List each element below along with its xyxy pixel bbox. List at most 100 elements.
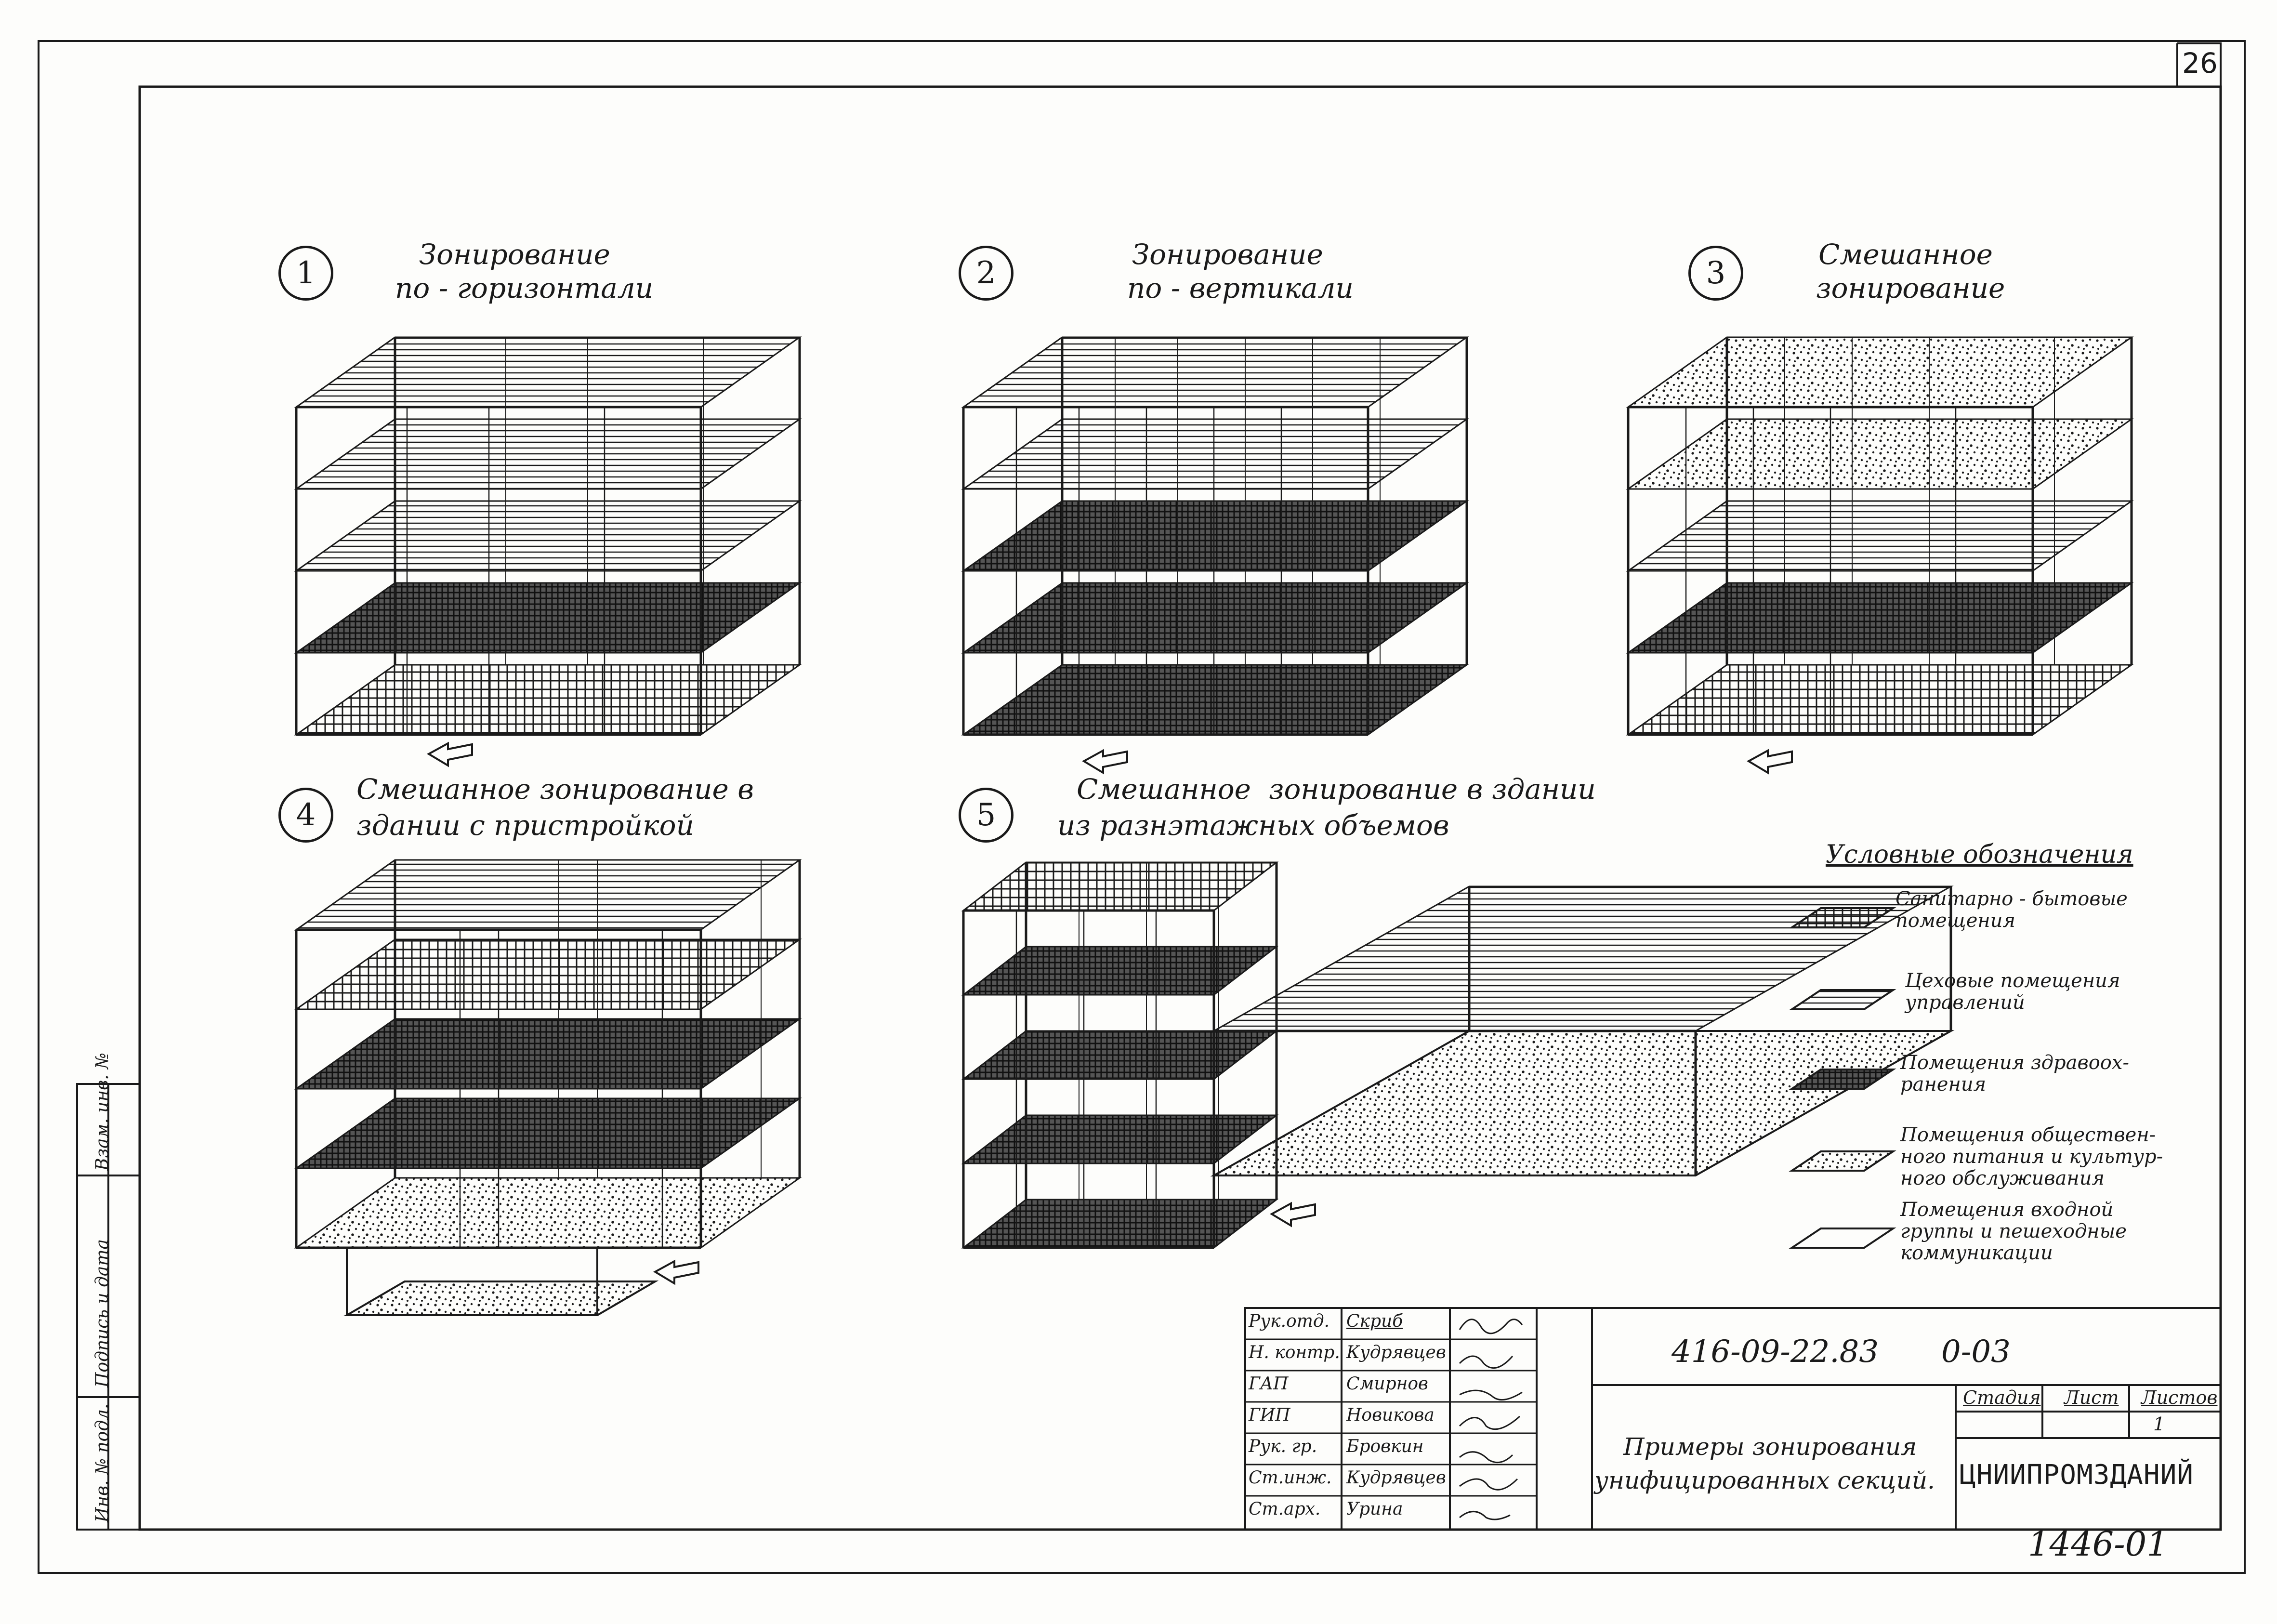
entrance-arrow [1269,1201,1316,1228]
staff-name-1: Скриб [1346,1311,1403,1331]
floor-slab [961,664,1469,736]
legend-item-2-line-2: управлений [1905,991,2025,1014]
entrance-arrow [653,1259,699,1285]
floor-slab [294,582,802,654]
legend-item-5-line-1: Помещения входной [1900,1199,2114,1221]
handwritten-code: 1446-01 [2028,1524,2168,1564]
doc-code: 416-09-22.83 [1672,1334,1879,1370]
legend-item-4-line-1: Помещения обществен- [1900,1124,2156,1146]
staff-role-2: Н. контр. [1249,1343,1340,1362]
legend-item-1-line-2: помещения [1895,910,2015,932]
floor-slab [961,861,1279,911]
sheet-value: 1 [2153,1413,2165,1435]
side-stamp-label-inv: Инв. № подл. [92,1403,112,1523]
drawing-title-line-2: унифицированных секций. [1594,1466,1935,1494]
caption-4-line-2: здании с пристройкой [356,809,694,842]
floor-slab [294,664,802,736]
diagram-number-3: 3 [1688,246,1743,301]
floor-slab [961,418,1469,490]
entrance-arrow [1746,749,1793,775]
diagram-number-2: 2 [959,246,1013,301]
staff-name-4: Новикова [1346,1405,1435,1425]
floor-slab [1626,500,2134,572]
building-3 [1626,336,2134,775]
legend-item-2-line-1: Цеховые помещения [1905,970,2120,992]
staff-name-6: Кудрявцев [1346,1468,1446,1488]
diagram-number-4: 4 [278,788,333,843]
caption-1-line-2: по - горизонтали [395,272,654,304]
legend-item-5-line-3: коммуникации [1900,1242,2053,1264]
floor-slab [961,1114,1279,1164]
drawing-title-line-1: Примеры зонирования [1623,1433,1917,1461]
legend-swatch-horiz [1789,989,1896,1010]
floor-slab [294,418,802,490]
diagram-number-1: 1 [278,246,333,301]
page-number-box [2176,42,2222,87]
floor-slab [294,1018,802,1090]
legend-item-4-line-2: ного питания и культур- [1900,1146,2163,1168]
caption-4-line-1: Смешанное зонирование в [356,773,754,805]
staff-name-3: Смирнов [1346,1374,1428,1394]
staff-role-4: ГИП [1249,1405,1290,1425]
caption-2-line-2: по - вертикали [1127,272,1354,304]
stage-header: Стадия [1963,1387,2041,1408]
building-1 [294,336,802,767]
caption-3-line-1: Смешанное [1818,238,1993,271]
page-number: 26 [2182,47,2218,79]
floor-slab [1626,336,2134,408]
floor-slab [294,1177,802,1249]
staff-role-3: ГАП [1249,1374,1289,1394]
sheets-header: Листов [2141,1387,2218,1408]
legend-item-4-line-3: ного обслуживания [1900,1167,2105,1189]
staff-name-2: Кудрявцев [1346,1343,1446,1362]
sheet-frame [38,40,2246,1574]
legend-item-5-line-2: группы и пешеходные [1900,1220,2127,1242]
floor-slab [1626,418,2134,490]
floor-slab [961,1199,1279,1249]
floor-slab [961,500,1469,572]
staff-name-7: Урина [1346,1499,1403,1519]
floor-slab [1626,664,2134,736]
caption-3-line-2: зонирование [1816,272,2005,304]
title-block-grid [1244,1307,2222,1531]
side-stamp-label-replace: Взам. инв. № [92,1052,112,1171]
floor-slab [294,500,802,572]
signatures [1459,1319,1523,1520]
legend-swatches [1789,907,1896,1249]
side-stamp [76,1083,141,1531]
floor-slab [1626,582,2134,654]
floor-slab [961,946,1279,996]
caption-5-line-2: из разнэтажных объемов [1057,809,1449,842]
floor-slab [961,336,1469,408]
floor-slab [294,1097,802,1169]
building-2 [961,336,1469,775]
legend-swatch-cross [1789,907,1896,928]
legend-swatch-blank [1789,1228,1896,1249]
building-5-low-block [1210,885,1955,1176]
entrance-arrow [1081,749,1128,775]
staff-name-5: Бровкин [1346,1437,1424,1456]
legend-swatch-dots [1789,1150,1896,1172]
caption-1-line-1: Зонирование [419,238,610,271]
legend-item-1-line-1: Санитарно - бытовые [1895,888,2128,910]
caption-2-line-1: Зонирование [1132,238,1323,271]
building-5-tower [961,861,1316,1249]
legend-item-3-line-2: ранения [1900,1073,1987,1096]
caption-5-line-1: Смешанное зонирование в здании [1077,773,1596,805]
building-4-annex [343,1248,659,1316]
floor-slab [961,1030,1279,1080]
floor-slab [294,938,802,1010]
sheet-header: Лист [2064,1387,2119,1408]
legend-swatch-dense [1789,1069,1896,1090]
staff-role-1: Рук.отд. [1249,1311,1330,1331]
sheet-code: 0-03 [1941,1334,2011,1370]
diagram-number-5: 5 [959,788,1013,843]
legend-item-3-line-1: Помещения здравоох- [1900,1052,2129,1074]
legend-title: Условные обозначения [1826,840,2133,869]
staff-role-7: Ст.арх. [1249,1499,1321,1519]
entrance-arrow [426,741,473,767]
floor-slab [294,859,802,931]
staff-role-6: Ст.инж. [1249,1468,1332,1488]
floor-slab [294,336,802,408]
